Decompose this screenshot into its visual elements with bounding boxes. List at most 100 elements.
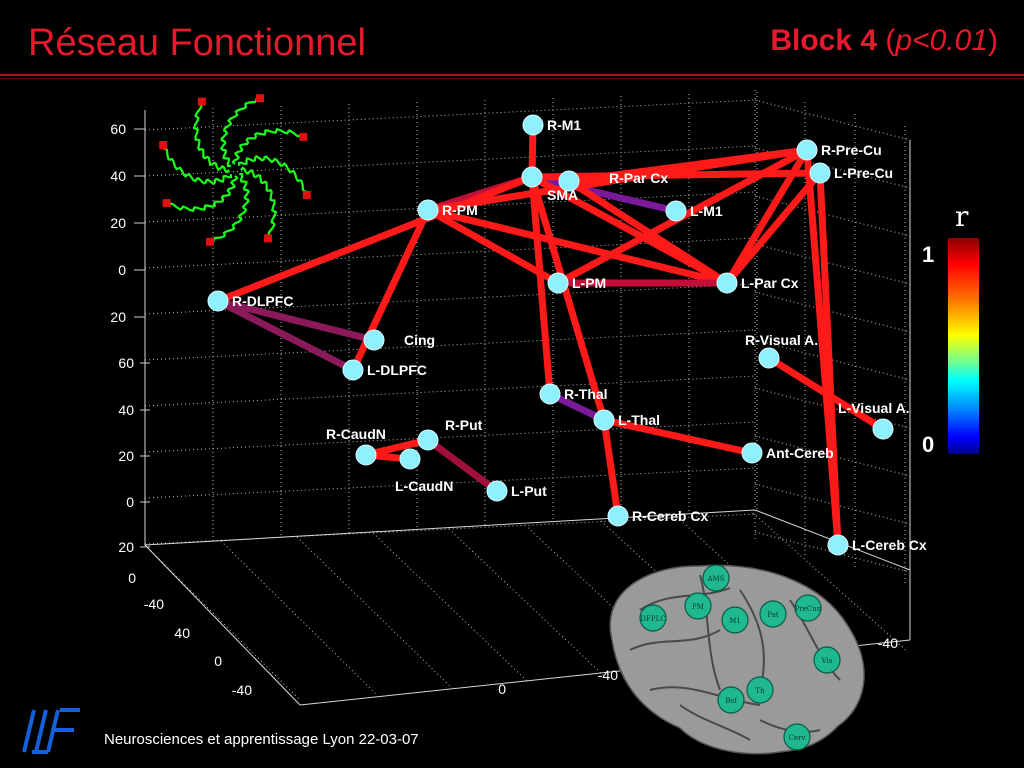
edge-r-pre-cu-l-cereb-cx — [803, 146, 842, 549]
node-l-pm: L-PM — [547, 272, 606, 294]
node-l-dlpfc: L-DLPFC — [342, 359, 427, 381]
z-tick-label: 20 — [118, 539, 134, 555]
node-marker — [521, 166, 543, 188]
target-marker — [302, 191, 311, 199]
target-marker — [206, 237, 214, 246]
region-marker — [702, 564, 730, 592]
region-label: Vis — [821, 657, 833, 665]
region-marker — [639, 604, 667, 632]
node-marker — [539, 383, 561, 405]
node-label: L-Cereb Cx — [852, 537, 927, 553]
trajectory-arm — [237, 154, 309, 194]
node-label: L-PM — [572, 275, 606, 291]
node-r-thal: R-Thal — [539, 383, 608, 405]
brain-region-dfplc: DFPLC — [639, 604, 667, 632]
edge-l-pm-r-pm — [424, 206, 562, 287]
grid-line — [754, 195, 911, 237]
brain-region-cerv: Cerv — [783, 723, 811, 751]
trajectory-arm — [192, 102, 230, 174]
edge-r-dlpfc-cing — [214, 297, 378, 344]
region-label: AMS — [706, 575, 724, 583]
x-tick-label: 0 — [498, 681, 506, 697]
region-marker — [759, 600, 787, 628]
region-label: PreCun — [795, 605, 822, 613]
node-label: L-DLPFC — [367, 362, 427, 378]
grid-line — [754, 243, 911, 285]
grid-line — [144, 329, 756, 361]
node-marker — [716, 272, 738, 294]
target-marker — [159, 141, 168, 149]
y-tick-label: 20 — [110, 215, 126, 231]
block-label: Block 4 (p<0.01) — [770, 24, 998, 58]
block-number: Block 4 — [770, 24, 878, 57]
brain-region-pat: Pat — [759, 600, 787, 628]
node-marker — [607, 505, 629, 527]
node-cing: Cing — [363, 329, 435, 351]
target-marker — [197, 97, 206, 106]
node-marker — [399, 448, 421, 470]
node-marker — [355, 444, 377, 466]
node-marker — [593, 409, 615, 431]
node-l-par-cx: L-Par Cx — [716, 272, 799, 294]
trajectory-arm — [211, 172, 251, 244]
node-marker — [758, 347, 780, 369]
grid-line — [754, 99, 911, 141]
grid-line — [144, 145, 756, 177]
grid-line — [296, 536, 453, 689]
node-r-m1: R-M1 — [522, 114, 581, 136]
region-label: PM — [692, 603, 704, 611]
node-label: L-Thal — [618, 412, 660, 428]
node-label: Cing — [404, 332, 435, 348]
node-label: Ant-Cereb — [766, 445, 834, 461]
lyon-logo — [22, 708, 80, 754]
brain-sulcus — [649, 686, 761, 706]
y-tick-label: 40 — [110, 168, 126, 184]
brain-sulcus — [639, 587, 731, 611]
grid-line — [144, 99, 756, 131]
node-marker — [872, 418, 894, 440]
grid-line — [220, 540, 377, 695]
brain-region-m1: M1 — [721, 606, 749, 634]
node-label: L-Par Cx — [741, 275, 799, 291]
node-l-caudn: L-CaudN — [395, 448, 453, 494]
node-marker — [342, 359, 364, 381]
block-paren-close: ) — [988, 24, 998, 57]
grid-line — [372, 532, 529, 683]
node-r-dlpfc: R-DLPFC — [207, 290, 293, 312]
node-r-pm: R-PM — [417, 199, 478, 221]
node-marker — [547, 272, 569, 294]
node-label: L-Pre-Cu — [834, 165, 893, 181]
edge-r-par-cx-r-pre-cu — [565, 146, 811, 185]
brain-sulcus — [629, 629, 721, 651]
brain-region-pm: PM — [684, 592, 712, 620]
node-ant-cereb: Ant-Cereb — [741, 442, 834, 464]
edge-sma-r-thal — [528, 173, 554, 398]
node-marker — [363, 329, 385, 351]
brain-region-precun: PreCun — [794, 594, 822, 622]
edge-r-pm-l-par-cx — [424, 206, 731, 287]
node-l-cereb-cx: L-Cereb Cx — [827, 534, 927, 556]
grid-line — [448, 528, 605, 677]
z-tick-label: 60 — [118, 355, 134, 371]
grid-line — [144, 513, 756, 545]
edge-sma-r-dlpfc — [214, 173, 536, 305]
node-marker — [809, 162, 831, 184]
node-r-cereb-cx: R-Cereb Cx — [607, 505, 708, 527]
colorbar-symbol: r — [955, 200, 969, 233]
colorbar-min-label: 0 — [922, 432, 935, 457]
grid-line — [752, 512, 909, 653]
block-paren-open: ( — [877, 24, 896, 57]
page-title: Réseau Fonctionnel — [28, 22, 366, 64]
target-marker — [299, 132, 308, 141]
node-label: L-M1 — [690, 203, 723, 219]
edge-l-thal-ant-cereb — [600, 416, 756, 457]
trajectory-arm — [231, 127, 303, 165]
edge-r-put-l-put — [424, 436, 501, 495]
node-marker — [741, 442, 763, 464]
node-label: R-Thal — [564, 386, 608, 402]
region-label: Bsf — [725, 697, 738, 705]
node-label: R-Put — [445, 417, 483, 433]
